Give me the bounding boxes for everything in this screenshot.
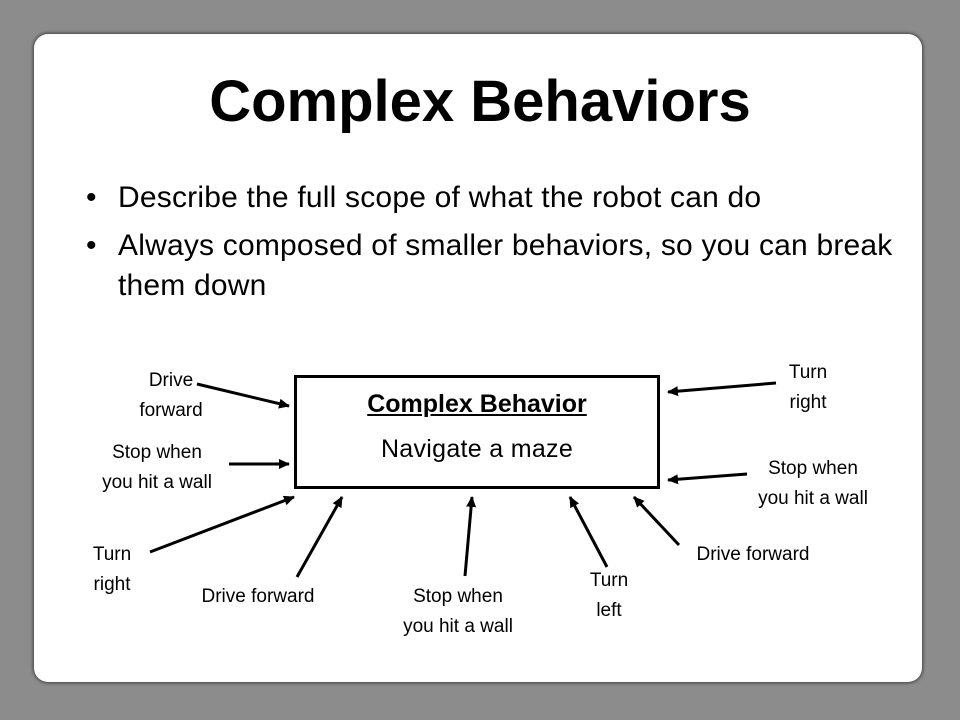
bullet-dot: • [86, 229, 97, 262]
complex-behavior-box: Complex Behavior Navigate a maze [294, 375, 660, 489]
slide-title: Complex Behaviors [209, 69, 751, 134]
arrow-drive-forward-left [196, 382, 290, 409]
box-subtitle: Navigate a maze [380, 435, 574, 463]
bullet-dot: • [86, 181, 97, 214]
bullet-text: Describe the full scope of what the robo… [118, 181, 762, 214]
arrow-turn-left-bottom [568, 496, 609, 568]
arrow-stop-wall-bottom [463, 496, 477, 577]
arrow-stop-wall-right [667, 472, 748, 485]
arrow-turn-right-right [667, 381, 777, 397]
bullet-text: Always composed of smaller behaviors, so… [118, 229, 893, 302]
arrow-drive-forward-right [632, 495, 681, 547]
bullet-list: • Describe the full scope of what the rob… [86, 178, 906, 314]
label-drive-forward-bottom: Drive forward [201, 586, 315, 607]
slide-background [34, 34, 922, 682]
label-drive-forward-right: Drive forward [696, 544, 810, 565]
bullet-item: • Describe the full scope of what the rob… [86, 178, 906, 218]
bullet-item: • Always composed of smaller behaviors, s… [86, 226, 906, 306]
arrow-drive-forward-bottom [295, 496, 344, 578]
arrow-turn-right-left [149, 495, 295, 554]
box-title: Complex Behavior [367, 390, 587, 418]
